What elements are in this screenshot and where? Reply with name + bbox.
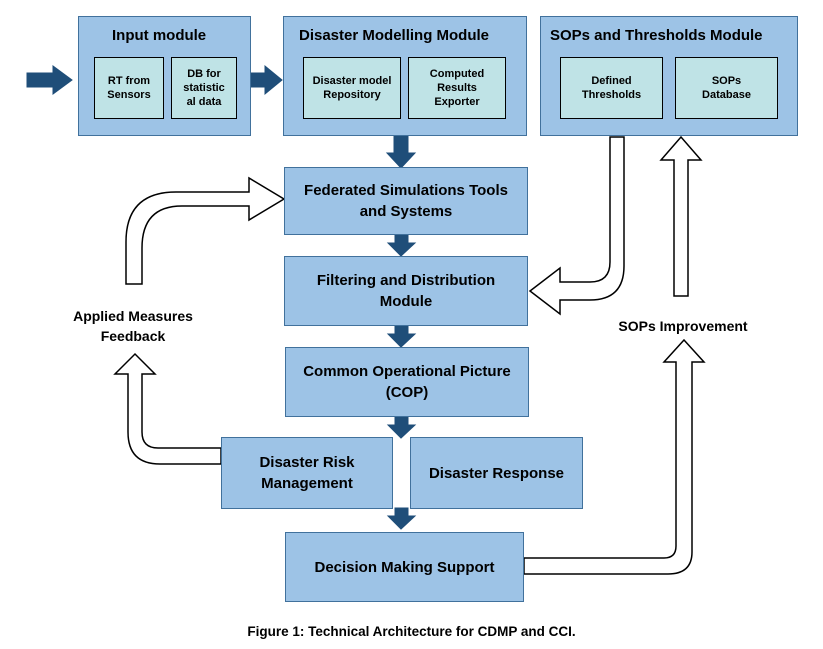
risk-management-label: Disaster Risk Management (259, 454, 355, 492)
improvement-arrow (523, 338, 706, 575)
figure-caption: Figure 1: Technical Architecture for CDM… (247, 624, 576, 639)
sops-module-title: SOPs and Thresholds Module (550, 27, 763, 44)
model-repository-box: Disaster model Repository (303, 57, 401, 119)
modelling-to-federated-arrow (385, 135, 417, 169)
cop-box: Common Operational Picture (COP) (285, 347, 529, 417)
disaster-response-label: Disaster Response (428, 464, 565, 482)
rt-sensors-box: RT from Sensors (94, 57, 164, 119)
improvement-label: SOPs Improvement (618, 318, 748, 334)
decision-making-box: Decision Making Support (285, 532, 524, 602)
input-module: Input module RT from Sensors DB for stat… (78, 16, 251, 136)
input-to-modelling-arrow (250, 64, 283, 96)
filtering-distribution-label: Filtering and Distribution Module (316, 272, 496, 310)
sops-thresholds-module: SOPs and Thresholds Module Defined Thres… (540, 16, 798, 136)
thresholds-to-filtering-arrow (528, 136, 625, 316)
disaster-response-box: Disaster Response (410, 437, 583, 509)
input-arrow (26, 65, 73, 95)
federated-simulations-label: Federated Simulations Tools and Systems (304, 182, 508, 220)
modelling-module-title: Disaster Modelling Module (299, 27, 490, 44)
disaster-modelling-module: Disaster Modelling Module Disaster model… (283, 16, 527, 136)
federated-to-filtering-arrow (386, 233, 417, 257)
sops-database-box: SOPs Database (675, 57, 778, 119)
cop-to-risk-arrow (386, 416, 417, 439)
risk-management-box: Disaster Risk Management (221, 437, 393, 509)
filtering-to-cop-arrow (386, 325, 417, 348)
feedback-upper-arrow (125, 176, 286, 285)
statistical-db-box: DB for statistic al data (171, 57, 237, 119)
results-exporter-box: Computed Results Exporter (408, 57, 506, 119)
filtering-distribution-box: Filtering and Distribution Module (284, 256, 528, 326)
feedback-arrow (113, 352, 222, 465)
federated-simulations-box: Federated Simulations Tools and Systems (284, 167, 528, 235)
defined-thresholds-box: Defined Thresholds (560, 57, 663, 119)
input-module-title: Input module (112, 27, 207, 44)
cop-label: Common Operational Picture (COP) (303, 363, 511, 401)
feedback-label: Applied Measures Feedback (73, 308, 193, 344)
risk-to-decision-arrow (386, 507, 417, 530)
improvement-upper-arrow (659, 135, 703, 297)
decision-making-label: Decision Making Support (314, 558, 495, 576)
